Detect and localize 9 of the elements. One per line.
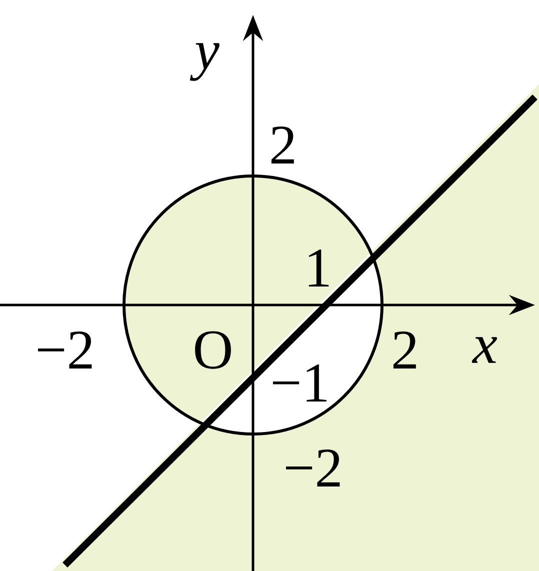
tick-label: −2	[286, 449, 340, 487]
tick-label: −2	[38, 331, 92, 369]
tick-label: 2	[393, 331, 416, 369]
origin-label: O	[195, 331, 231, 369]
axis-label: x	[472, 337, 498, 363]
tick-label: 1	[308, 250, 329, 286]
tick-label: 2	[271, 126, 294, 164]
tick-label: −1	[273, 364, 326, 402]
axis-label: y	[190, 43, 220, 81]
